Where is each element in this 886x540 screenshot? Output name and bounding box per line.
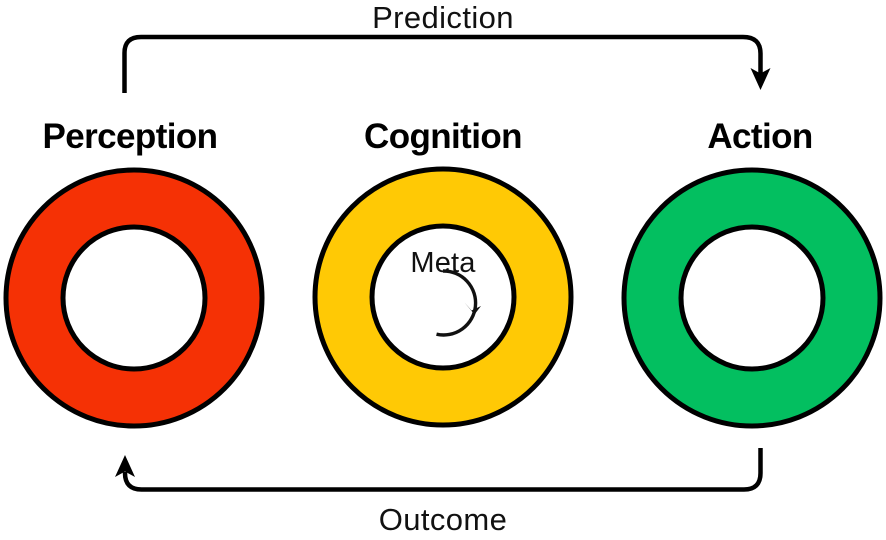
- prediction-arrowhead-icon: [750, 68, 771, 90]
- stage-title-action: Action: [707, 117, 812, 156]
- stage-title-cognition: Cognition: [364, 117, 522, 156]
- meta-loop-arrowhead-icon: [464, 302, 481, 315]
- perception-ring-hole: [60, 224, 208, 372]
- outcome-connector: Outcome: [115, 448, 763, 537]
- stage-action[interactable]: Action: [621, 117, 883, 429]
- prediction-label: Prediction: [372, 0, 514, 35]
- meta-loop: Meta: [410, 247, 481, 337]
- outcome-arrowhead-icon: [115, 455, 135, 477]
- meta-loop-arc-icon: [436, 269, 478, 337]
- stage-title-perception: Perception: [43, 117, 218, 156]
- cognition-ring-hole: [369, 223, 517, 371]
- action-ring-hole: [678, 224, 826, 372]
- prediction-path: [122, 34, 763, 93]
- outcome-path: [122, 448, 763, 492]
- meta-label: Meta: [410, 247, 476, 279]
- stage-perception[interactable]: Perception: [3, 117, 265, 429]
- outcome-label: Outcome: [379, 502, 508, 537]
- stage-cognition[interactable]: Cognition Meta: [312, 117, 574, 428]
- prediction-connector: Prediction: [122, 0, 771, 93]
